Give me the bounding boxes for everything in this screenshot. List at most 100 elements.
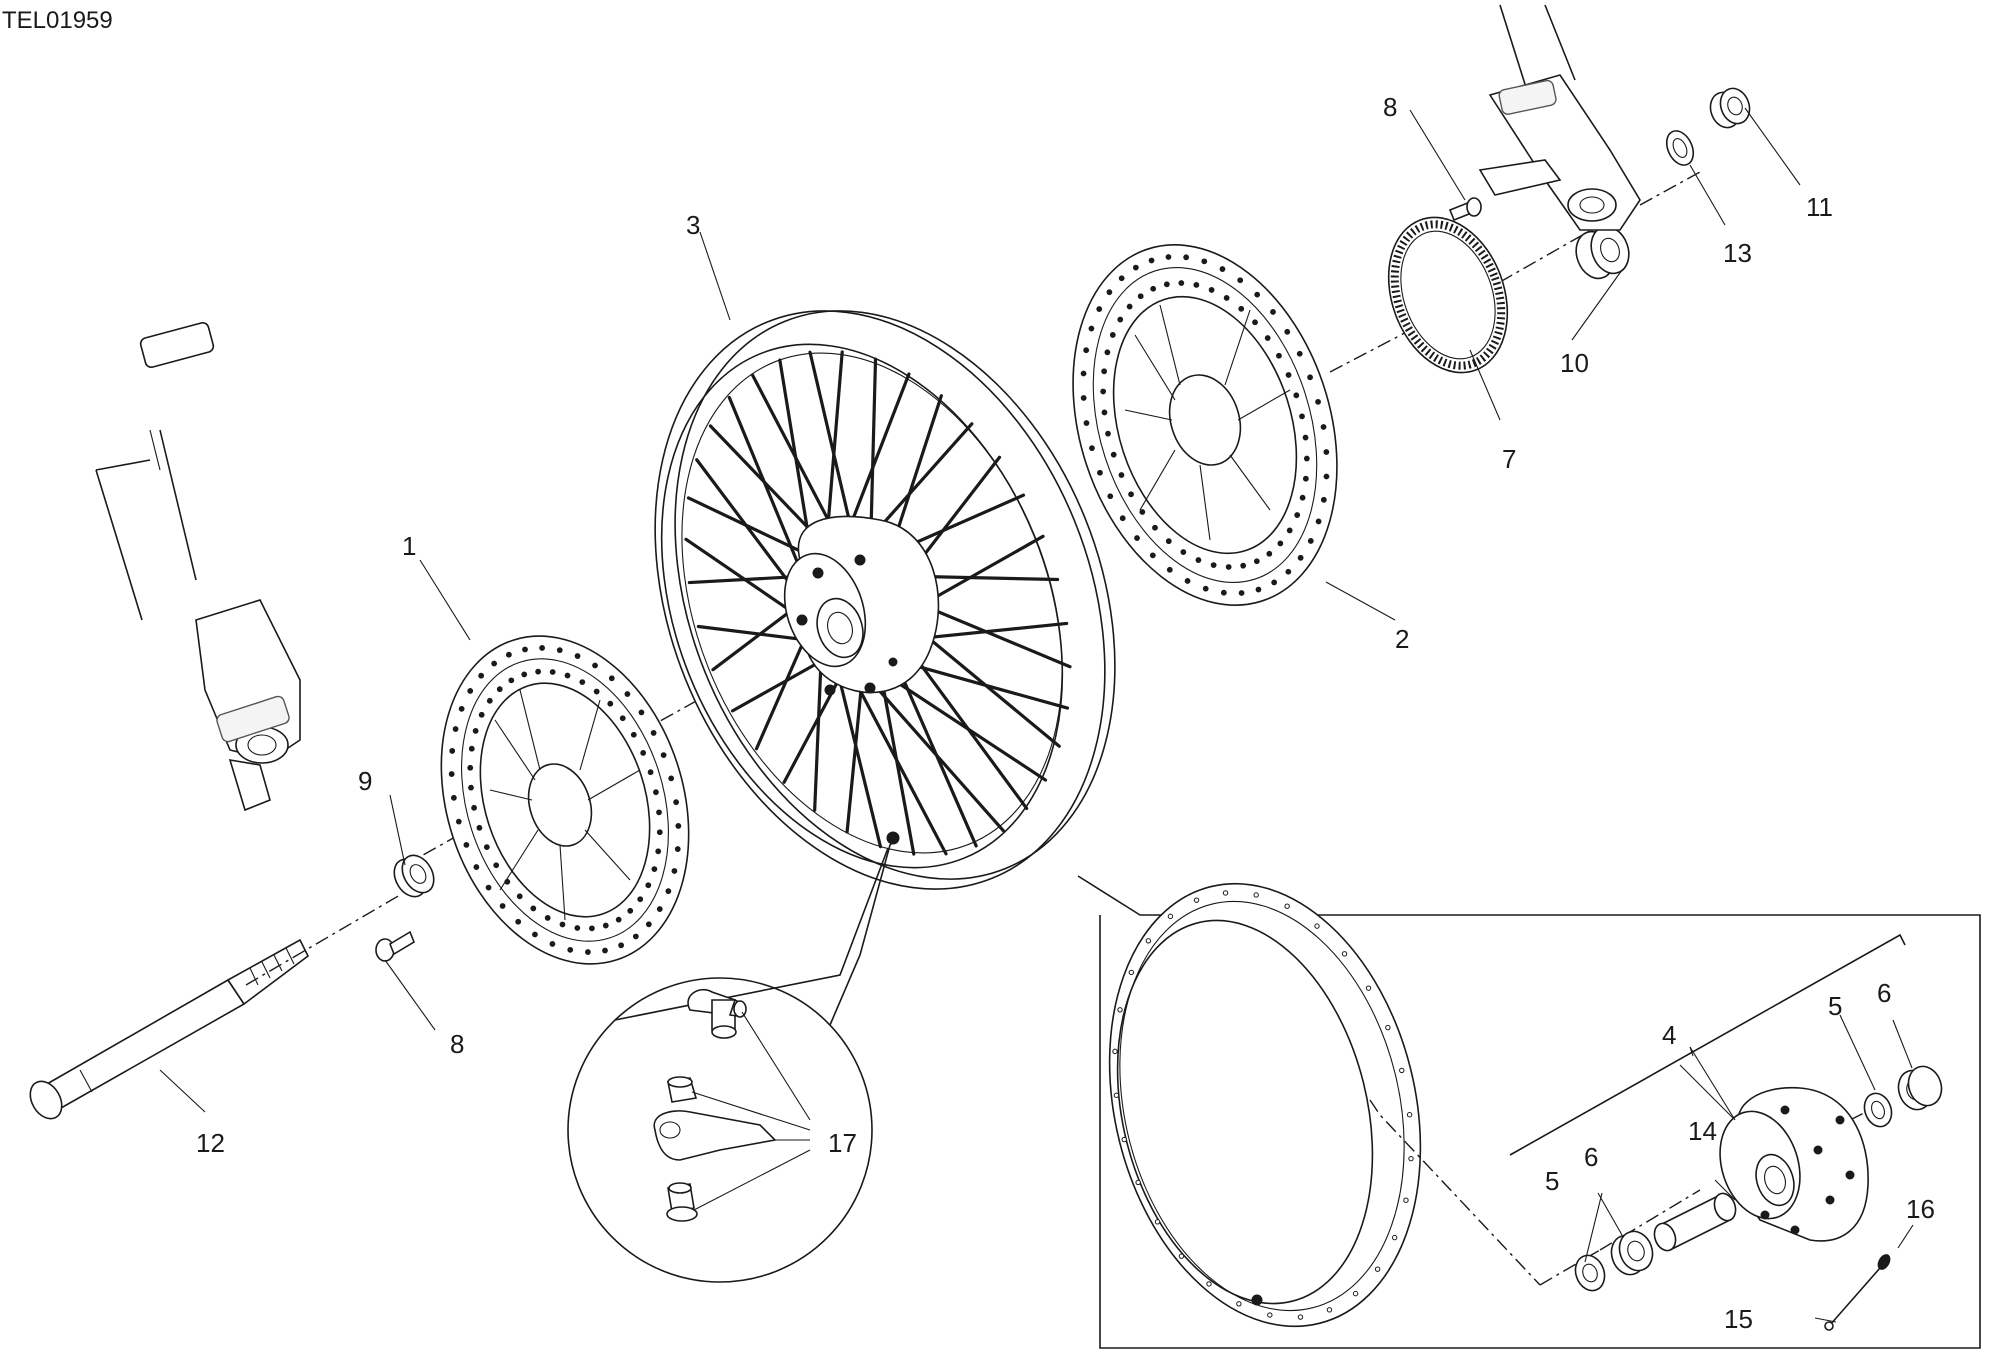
rim-hole (1121, 1136, 1127, 1143)
disc-hole (467, 764, 474, 771)
disc-hole (1303, 455, 1310, 462)
disc-hole (655, 848, 662, 855)
disc-hole (1315, 518, 1322, 525)
disc-hole (1307, 538, 1314, 544)
disc-hole (1107, 493, 1114, 500)
callout-3: 3 (686, 210, 700, 240)
disc-hole (448, 771, 455, 777)
disc-hole (674, 846, 681, 852)
rim-hole (1267, 1312, 1273, 1318)
disc-hole (559, 921, 566, 928)
disc-hole (455, 818, 462, 825)
disc-hole (1286, 527, 1293, 534)
disc-hole (602, 922, 609, 929)
disc-hole (671, 868, 678, 874)
disc-hole (607, 700, 614, 707)
seal-13 (1665, 130, 1695, 166)
disc-hole (1201, 258, 1208, 265)
disc-hole (491, 660, 498, 667)
callout-2: 2 (1395, 624, 1409, 654)
disc-hole (1219, 266, 1226, 272)
disc-hole (1225, 564, 1232, 570)
disc-hole (1284, 328, 1291, 335)
disc-hole (1208, 287, 1215, 293)
disc-hole (630, 731, 637, 738)
disc-hole (1080, 395, 1087, 401)
disc-hole (468, 745, 475, 752)
disc-hole (499, 903, 506, 909)
disc-hole (651, 866, 658, 873)
disc-hole (1302, 434, 1309, 441)
disc-hole (1104, 349, 1111, 356)
right-fork-leg (1478, 4, 1641, 231)
disc-hole (549, 941, 556, 947)
disc-hole (1252, 319, 1258, 326)
spoked-wheel-3 (654, 310, 1116, 890)
rim-hole (1352, 1290, 1359, 1297)
valve-nut (667, 1076, 698, 1103)
disc-hole (478, 711, 485, 718)
front-wheel-axle (29, 938, 310, 1120)
callout-9: 9 (358, 766, 372, 796)
disc-hole (608, 675, 615, 682)
disc-hole (549, 669, 556, 675)
disc-hole (1254, 291, 1261, 298)
disc-hole (640, 749, 647, 756)
spacer-tube-14 (1653, 1192, 1737, 1252)
disc-hole (1255, 586, 1262, 593)
disc-hole (1100, 388, 1107, 395)
disc-hole (449, 748, 456, 754)
callout-10: 10 (1560, 348, 1589, 378)
seal-5-left (1574, 1254, 1606, 1292)
rim-hole (1236, 1301, 1242, 1307)
disc-hole (1101, 409, 1108, 416)
rim-hole (1178, 1253, 1185, 1259)
rim-hole (1403, 1197, 1409, 1203)
disc-hole (1106, 289, 1113, 296)
disc-hole (1101, 368, 1108, 375)
disc-hole (1299, 413, 1305, 420)
disc-hole (1134, 535, 1140, 541)
brake-disc-1 (440, 635, 690, 965)
disc-hole (1210, 562, 1217, 568)
disc-hole (584, 949, 591, 955)
bolt-8-upper (1448, 197, 1482, 222)
disc-hole (653, 789, 659, 796)
disc-hole (1148, 257, 1155, 264)
disc-hole (1083, 420, 1090, 426)
disc-hole (1126, 303, 1133, 310)
disc-hole (656, 829, 663, 836)
disc-hole (485, 884, 492, 891)
disc-hole (458, 705, 465, 712)
disc-hole (592, 662, 598, 669)
rim-hole (1206, 1281, 1212, 1287)
disc-hole (1240, 562, 1247, 569)
disc-hole (574, 653, 581, 659)
rim-hole (1365, 985, 1372, 991)
seal-5-right (1863, 1092, 1893, 1128)
disc-hole (1165, 254, 1172, 260)
rim-hole (1314, 923, 1320, 929)
disc-hole (1117, 316, 1124, 323)
disc-hole (493, 862, 500, 869)
disc-hole (1320, 496, 1327, 503)
disc-hole (471, 804, 477, 811)
disc-hole (1119, 515, 1126, 522)
disc-hole (1080, 370, 1087, 377)
disc-hole (1223, 295, 1230, 301)
spacer-10 (1575, 225, 1630, 280)
disc-hole (1149, 552, 1156, 559)
disc-hole (1178, 280, 1185, 286)
disc-hole (1315, 398, 1321, 405)
disc-hole (1165, 538, 1172, 545)
bearing-6-left (1610, 1230, 1654, 1276)
disc-hole (1195, 557, 1202, 563)
disc-hole (467, 688, 474, 694)
disc-hole (1323, 449, 1330, 455)
disc-hole (476, 824, 483, 831)
callout-7: 7 (1502, 444, 1516, 474)
disc-hole (1276, 352, 1282, 359)
disc-hole (1302, 475, 1309, 482)
rim-hole (1406, 1112, 1413, 1118)
